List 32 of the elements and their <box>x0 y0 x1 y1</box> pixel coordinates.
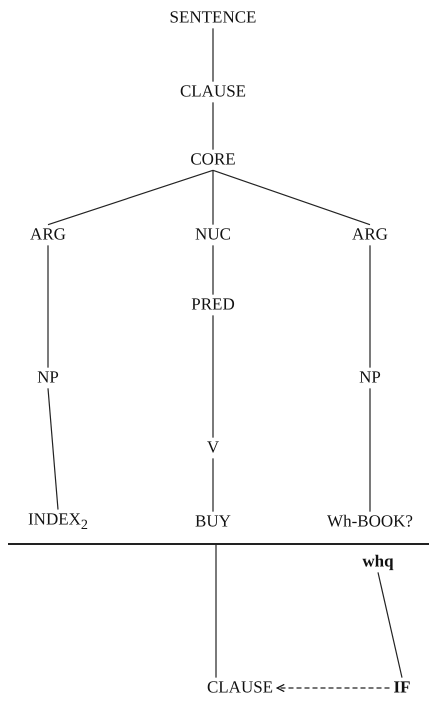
tree-branch <box>215 545 217 678</box>
node-label: INDEX$_{2}$ <box>28 510 88 534</box>
node-label: SENTENCE <box>170 8 256 28</box>
tree-branch <box>369 245 371 368</box>
node-label: NUC <box>195 226 231 244</box>
tree-branch <box>369 388 371 512</box>
node-label: V <box>206 438 220 458</box>
node-label: Wh-BOOK? <box>327 512 413 532</box>
tree-branch <box>212 28 214 82</box>
node-label: CORE <box>190 150 236 170</box>
tree-branch <box>212 458 214 512</box>
node-label: ARG <box>30 226 66 244</box>
tree-branch <box>212 170 214 225</box>
node-label: whq <box>362 552 394 572</box>
node-label: NP <box>359 368 381 388</box>
node-label: ARG <box>352 226 388 244</box>
tree-branch <box>377 572 403 678</box>
node-label: BUY <box>195 512 231 532</box>
tree-branch <box>212 245 214 295</box>
tree-branch <box>48 170 214 226</box>
node-label: PRED <box>191 296 235 314</box>
tree-branch <box>47 245 49 368</box>
tree-branch <box>212 170 370 226</box>
node-label: NP <box>37 368 59 388</box>
node-label: CLAUSE <box>180 82 246 102</box>
tree-branch <box>212 102 214 150</box>
tree-branch <box>47 388 59 510</box>
tree-branch <box>212 315 214 438</box>
node-label: IF <box>394 678 410 698</box>
arrow <box>276 684 390 692</box>
node-label: CLAUSE <box>206 678 274 698</box>
projection-line <box>8 543 429 545</box>
